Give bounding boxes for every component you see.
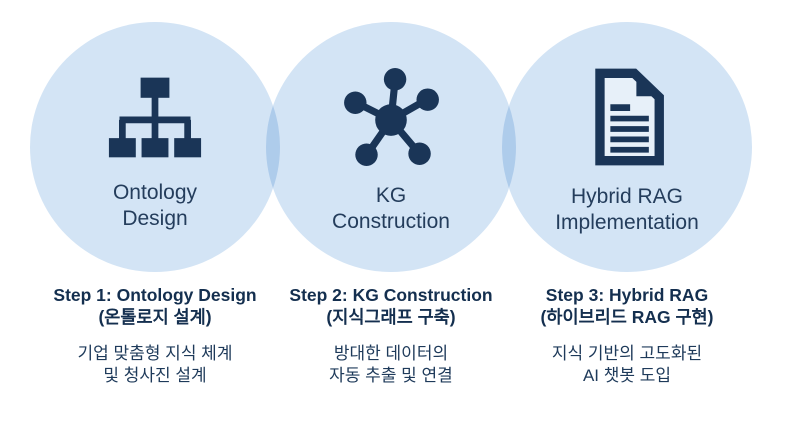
step-desc-line: 기업 맞춤형 지식 체계 xyxy=(77,343,233,363)
step-desc-line: 방대한 데이터의 xyxy=(333,343,449,363)
circle-label-line: KG xyxy=(375,183,407,207)
step-desc-line: AI 챗봇 도입 xyxy=(582,366,672,386)
step-circle-hybrid-rag: Hybrid RAG Implementation xyxy=(502,22,752,272)
circle-label-line: Design xyxy=(122,206,188,230)
step-title-line: Step 1: Ontology Design xyxy=(53,285,257,305)
org-hierarchy-icon xyxy=(108,77,202,158)
circle-label-line: Construction xyxy=(332,209,450,233)
step-title-line: (하이브리드 RAG 구현) xyxy=(540,307,714,328)
step-title-line: Step 2: KG Construction xyxy=(289,285,493,305)
circle-label-ontology-design: Ontology Design xyxy=(113,180,197,231)
step-circle-kg-construction: KG Construction xyxy=(266,22,516,272)
step-title-2: Step 2: KG Construction (지식그래프 구축) xyxy=(261,284,521,329)
knowledge-graph-network-icon xyxy=(344,67,439,166)
step-caption-1: Step 1: Ontology Design (온톨로지 설계) 기업 맞춤형… xyxy=(25,284,285,388)
step-description-2: 방대한 데이터의 자동 추출 및 연결 xyxy=(261,343,521,388)
circle-label-kg-construction: KG Construction xyxy=(332,183,450,234)
circle-label-hybrid-rag: Hybrid RAG Implementation xyxy=(555,184,699,235)
circle-label-line: Ontology xyxy=(112,180,198,204)
step-description-1: 기업 맞춤형 지식 체계 및 청사진 설계 xyxy=(25,343,285,388)
step-title-line: (온톨로지 설계) xyxy=(98,307,212,328)
step-title-line: Step 3: Hybrid RAG xyxy=(545,285,709,305)
step-circle-ontology-design: Ontology Design xyxy=(30,22,280,272)
document-icon xyxy=(595,68,664,166)
step-title-3: Step 3: Hybrid RAG (하이브리드 RAG 구현) xyxy=(497,284,757,329)
step-desc-line: 지식 기반의 고도화된 xyxy=(551,343,703,363)
step-desc-line: 및 청사진 설계 xyxy=(103,366,207,386)
step-desc-line: 자동 추출 및 연결 xyxy=(329,366,453,386)
circle-label-line: Implementation xyxy=(555,210,699,234)
step-title-1: Step 1: Ontology Design (온톨로지 설계) xyxy=(25,284,285,329)
step-description-3: 지식 기반의 고도화된 AI 챗봇 도입 xyxy=(497,343,757,388)
step-title-line: (지식그래프 구축) xyxy=(326,307,456,328)
circle-label-line: Hybrid RAG xyxy=(570,184,683,208)
step-caption-2: Step 2: KG Construction (지식그래프 구축) 방대한 데… xyxy=(261,284,521,388)
step-caption-3: Step 3: Hybrid RAG (하이브리드 RAG 구현) 지식 기반의… xyxy=(497,284,757,388)
